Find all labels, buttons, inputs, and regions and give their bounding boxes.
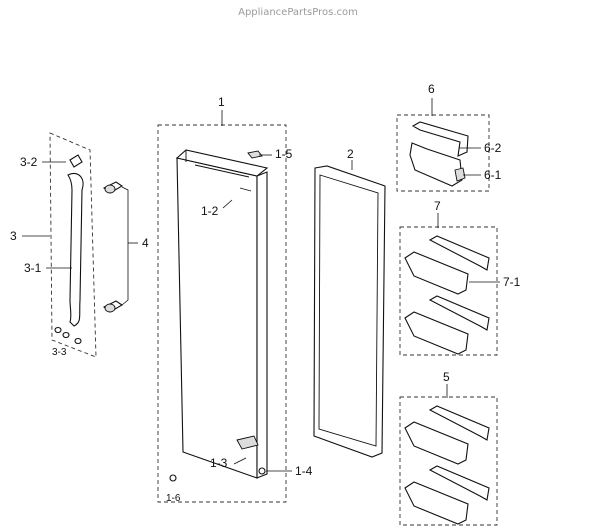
label-6-2: 6-2 [484, 141, 502, 155]
handle-assembly [49, 132, 97, 358]
hinge-pin [169, 474, 177, 482]
handle-studs [103, 181, 138, 313]
handle-cap [69, 154, 83, 168]
label-2: 2 [347, 147, 354, 161]
label-3-1: 3-1 [24, 261, 42, 275]
label-7-1: 7-1 [503, 275, 521, 289]
door-assembly [157, 124, 287, 503]
bin-group-5 [399, 396, 498, 526]
handle-bar [67, 172, 84, 327]
label-3-3: 3-3 [52, 347, 67, 358]
label-3-2: 3-2 [20, 155, 38, 169]
bin-group-7 [399, 226, 498, 356]
label-1-6: 1-6 [166, 493, 181, 504]
small-bin-bottom [409, 142, 463, 187]
label-5: 5 [443, 370, 450, 384]
top-hinge [247, 150, 263, 159]
watermark-text: AppliancePartsPros.com [238, 7, 358, 18]
door-side [256, 171, 268, 479]
bin-group-6 [396, 114, 490, 192]
label-3: 3 [10, 229, 17, 243]
label-6: 6 [428, 82, 435, 96]
label-1: 1 [218, 95, 225, 109]
handle-screw [74, 337, 82, 345]
part-labels: 1 1-5 1-2 1-3 1-4 1-6 2 3-2 3 3-1 3-3 4 … [10, 82, 521, 504]
label-4: 4 [142, 236, 149, 250]
bottom-hinge [236, 435, 259, 450]
label-1-4: 1-4 [295, 464, 313, 478]
leader-lines [22, 98, 500, 472]
door-gasket [313, 165, 386, 458]
label-1-3: 1-3 [210, 456, 228, 470]
label-1-5: 1-5 [275, 147, 293, 161]
handle-screw [62, 331, 70, 339]
hinge-bushing [258, 467, 266, 475]
label-6-1: 6-1 [484, 168, 502, 182]
small-bin-top [411, 121, 469, 157]
door-top [175, 149, 269, 177]
handle-screw [54, 326, 62, 334]
label-1-2: 1-2 [201, 204, 219, 218]
label-7: 7 [434, 199, 441, 213]
